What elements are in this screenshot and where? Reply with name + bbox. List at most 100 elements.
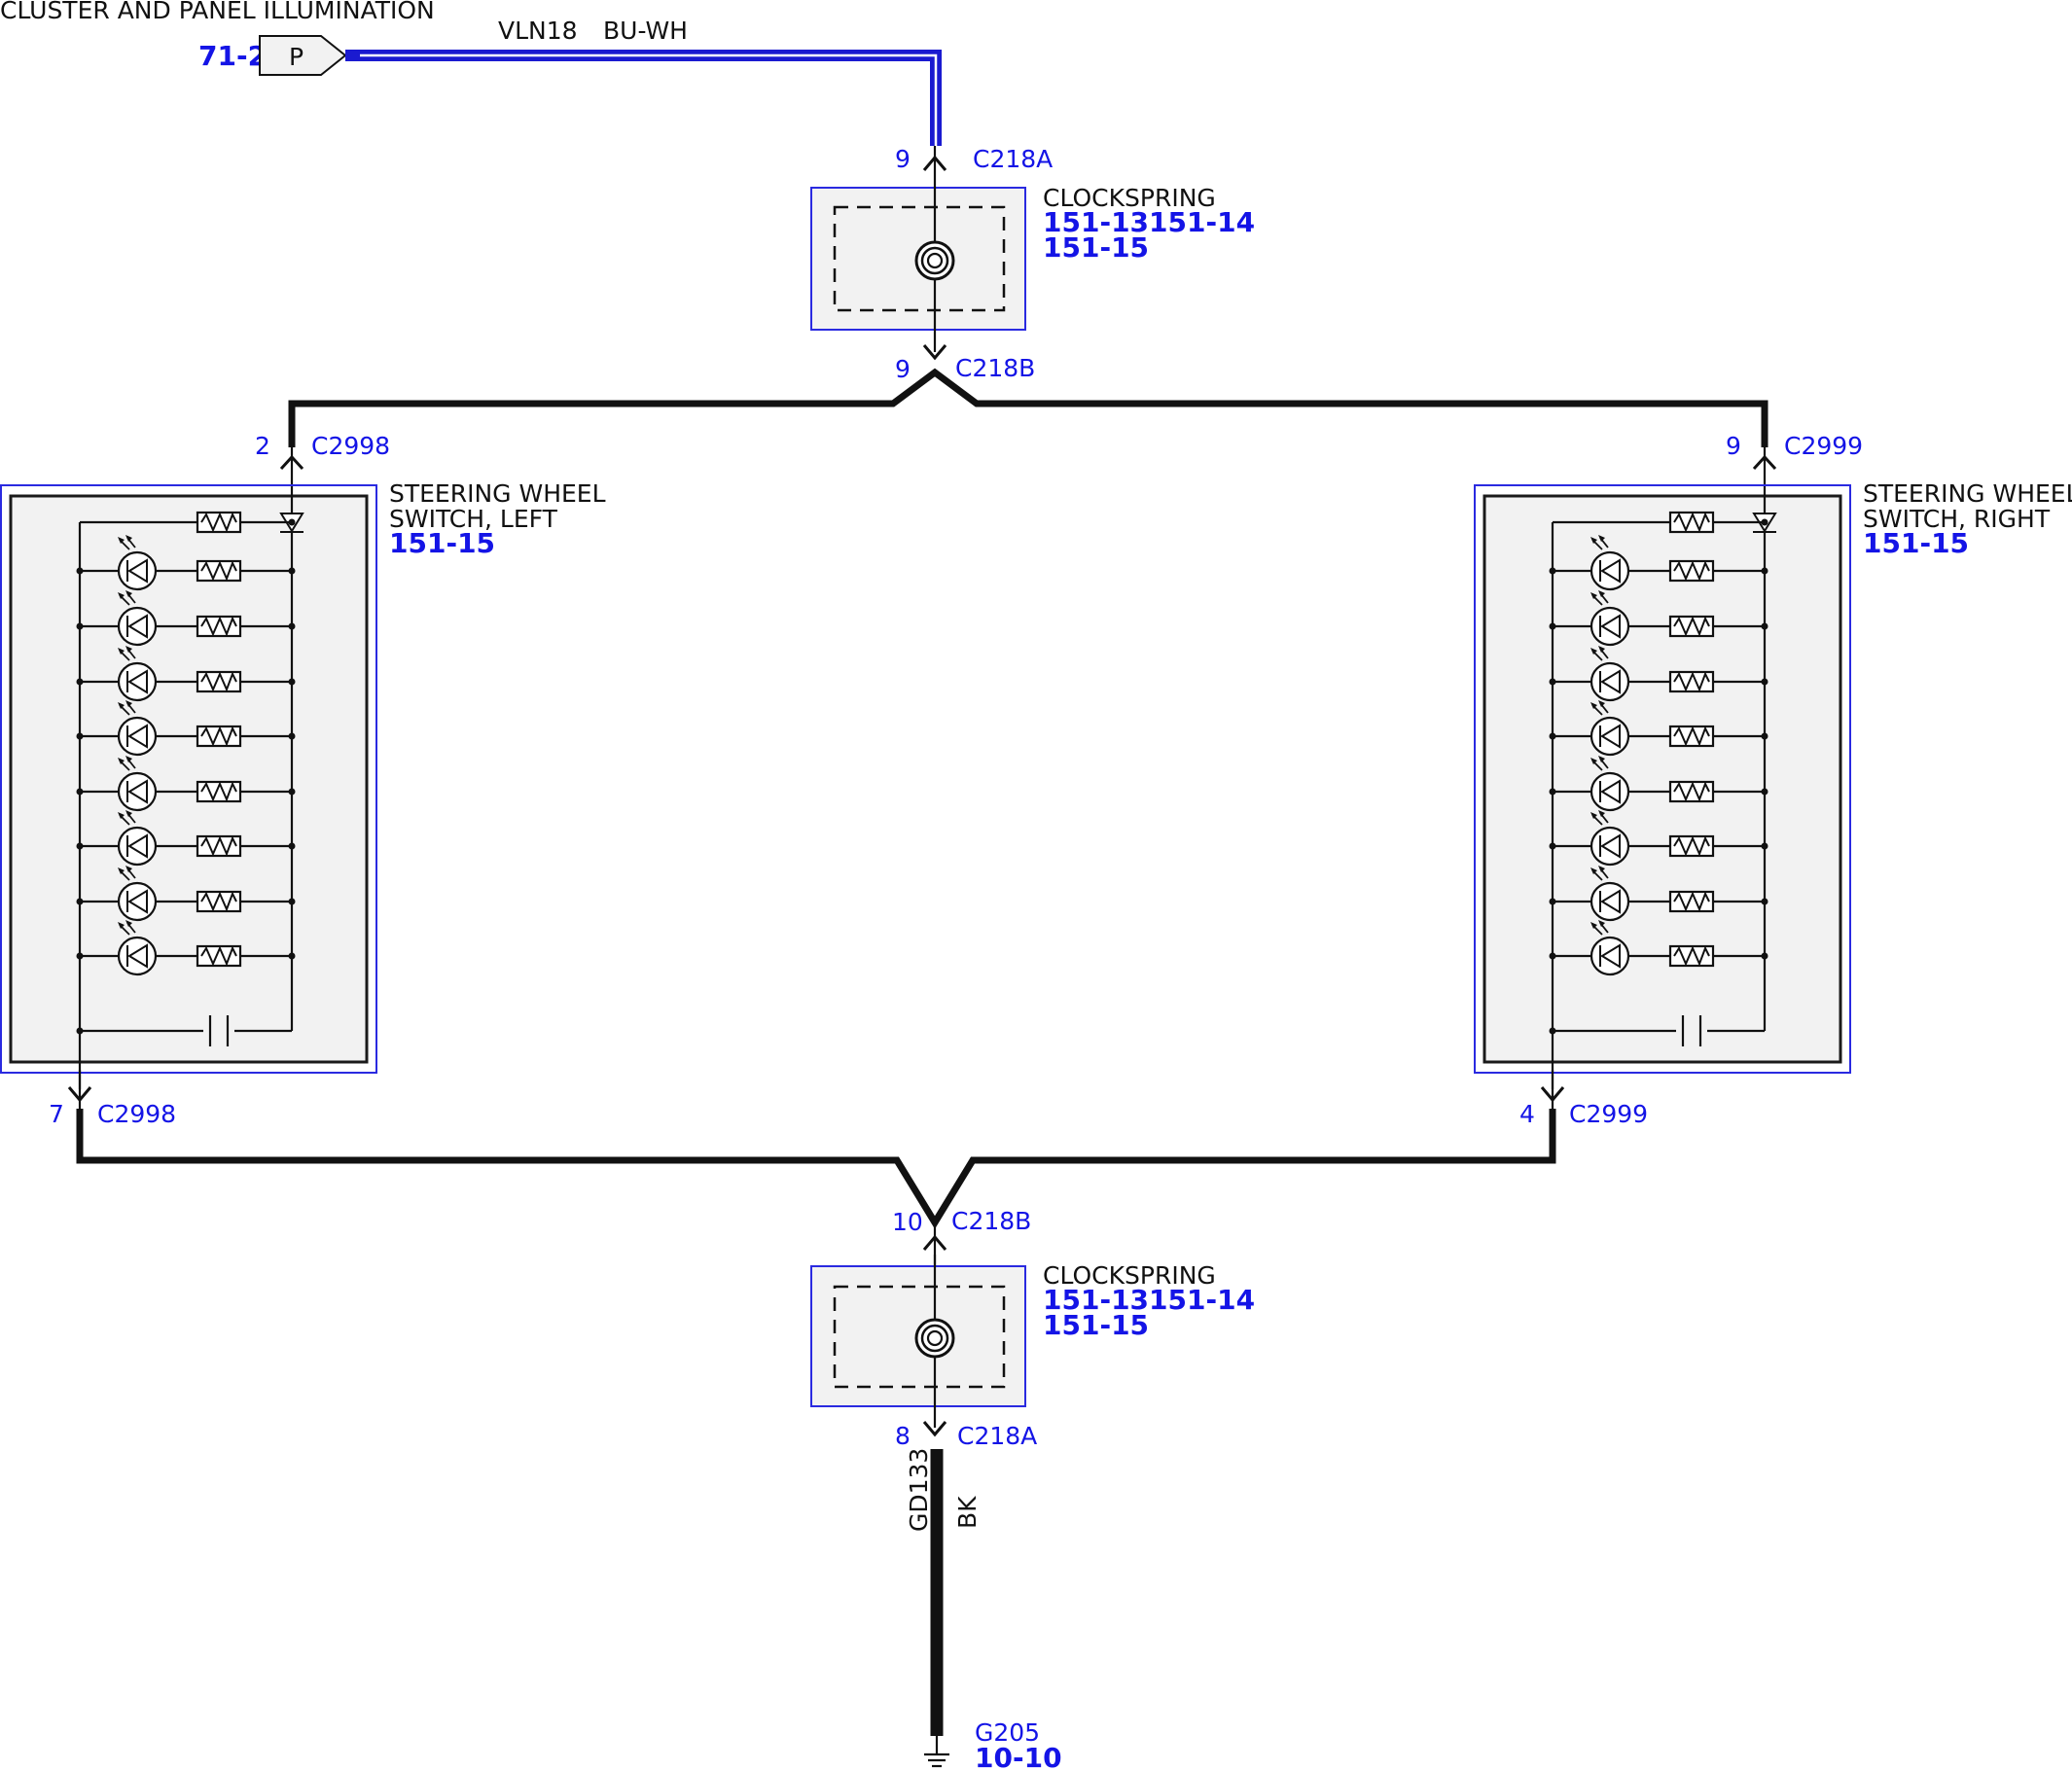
page-connector: P (259, 35, 347, 76)
steering-wheel-switch-left[interactable] (0, 484, 377, 1089)
junction-dot (76, 1027, 84, 1035)
led-arrowhead (125, 810, 132, 817)
junction-dot (1549, 788, 1556, 796)
connector-name: C2999 (1569, 1100, 1648, 1128)
junction-dot (1549, 567, 1556, 575)
steering-wheel-switch-right[interactable] (1474, 484, 1851, 1089)
junction-dot (1761, 842, 1768, 850)
switch-left-name-line2: SWITCH, LEFT (389, 505, 558, 533)
junction-dot (1761, 622, 1768, 630)
switch-right-illumination-circuit (1549, 486, 1777, 1089)
led-arrowhead (125, 646, 132, 653)
connector-name: C2999 (1784, 432, 1863, 460)
switch-left-name-line1: STEERING WHEEL (389, 479, 606, 508)
led-icon (117, 550, 158, 591)
clockspring-top-ref1[interactable]: 151-13151-14 (1043, 206, 1255, 238)
wire-vln18[interactable] (345, 50, 942, 146)
led-icon (117, 661, 158, 702)
pin-number: 9 (895, 355, 911, 383)
led-triangle (1600, 889, 1621, 914)
pin-number: 4 (1519, 1100, 1535, 1128)
pin-number: 9 (1726, 432, 1741, 460)
led-icon (117, 716, 158, 757)
led-icon (117, 826, 158, 867)
led-triangle (1600, 943, 1621, 969)
resistor-zigzag (200, 891, 237, 912)
led-icon (117, 936, 158, 976)
connector-name: C2998 (311, 432, 390, 460)
junction-dot (76, 842, 84, 850)
connector-ref-link[interactable]: 71-2 (198, 40, 267, 72)
resistor-zigzag (200, 945, 237, 967)
resistor-zigzag (200, 616, 237, 637)
connector-c2998-top (279, 447, 304, 486)
junction-dot (76, 678, 84, 686)
resistor-zigzag (1673, 781, 1710, 802)
connector-name: C218B (951, 1207, 1031, 1235)
led-icon (1590, 936, 1630, 976)
led-triangle (1600, 724, 1621, 749)
led-arrowhead (1598, 535, 1605, 542)
clockspring-bottom[interactable] (810, 1255, 1026, 1428)
resistor-zigzag (200, 671, 237, 692)
led-icon (1590, 771, 1630, 812)
connector-name: C218A (957, 1422, 1037, 1450)
pin-number: 7 (49, 1100, 64, 1128)
led-arrowhead (1598, 646, 1605, 653)
pin-number: 9 (895, 145, 911, 173)
connector-name: C2998 (97, 1100, 176, 1128)
led-arrowhead (118, 648, 125, 655)
switch-left-ref[interactable]: 151-15 (389, 527, 495, 559)
led-triangle (127, 614, 148, 639)
resistor-zigzag (1673, 945, 1710, 967)
clockspring-top[interactable] (810, 170, 1026, 352)
pin-number: 8 (895, 1422, 911, 1450)
clockspring-top-ref2[interactable]: 151-15 (1043, 231, 1149, 264)
junction-dot (288, 622, 296, 630)
led-arrowhead (125, 866, 132, 872)
pin-number: 2 (255, 432, 270, 460)
clockspring-coil-icon (914, 240, 955, 281)
led-icon (117, 606, 158, 647)
resistor-zigzag (1673, 512, 1710, 533)
led-triangle (1600, 614, 1621, 639)
wire-circuit-label: VLN18 (498, 17, 578, 45)
junction-dot (1761, 567, 1768, 575)
wire-lower-join[interactable] (76, 1109, 1556, 1229)
led-arrowhead (118, 922, 125, 929)
led-triangle (127, 669, 148, 694)
junction-dot (1761, 952, 1768, 960)
led-arrowhead (125, 756, 132, 762)
switch-right-ref[interactable]: 151-15 (1863, 527, 1969, 559)
ground-ref[interactable]: 10-10 (975, 1742, 1062, 1770)
led-icon (1590, 826, 1630, 867)
junction-dot (1549, 898, 1556, 905)
clockspring-bottom-ref2[interactable]: 151-15 (1043, 1309, 1149, 1341)
led-triangle (127, 724, 148, 749)
junction-dot (1761, 678, 1768, 686)
junction-dot (76, 898, 84, 905)
junction-dot (76, 788, 84, 796)
junction-dot (288, 842, 296, 850)
junction-dot (288, 567, 296, 575)
resistor-zigzag (1673, 891, 1710, 912)
led-arrowhead (118, 702, 125, 709)
led-arrowhead (1598, 810, 1605, 817)
led-arrowhead (118, 867, 125, 874)
page-connector-letter: P (289, 43, 304, 71)
led-icon (1590, 881, 1630, 922)
junction-dot (1549, 952, 1556, 960)
resistor-zigzag (200, 781, 237, 802)
led-icon (117, 881, 158, 922)
resistor-zigzag (1673, 616, 1710, 637)
wire-upper-split[interactable] (288, 368, 1768, 447)
led-arrowhead (125, 700, 132, 707)
led-triangle (127, 558, 148, 584)
led-arrowhead (1598, 866, 1605, 872)
capacitor-gap (1676, 1015, 1707, 1046)
led-arrowhead (1590, 922, 1597, 929)
led-triangle (1600, 833, 1621, 859)
pin-number: 10 (892, 1208, 923, 1236)
clockspring-bottom-ref1[interactable]: 151-13151-14 (1043, 1284, 1255, 1316)
wire-color-label: BU-WH (603, 17, 688, 45)
